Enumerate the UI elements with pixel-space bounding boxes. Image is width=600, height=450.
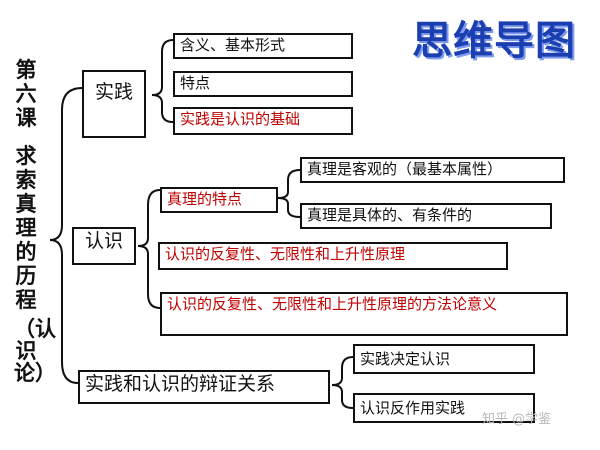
side-title-sub: （认识论） — [14, 317, 56, 385]
watermark: 知乎 @学鉴 — [482, 412, 552, 427]
node-truth-features: 真理的特点 — [160, 187, 278, 213]
truth-brace — [277, 169, 301, 218]
node-dialectic: 实践和认识的辩证关系 — [78, 370, 330, 404]
cognition-brace — [137, 189, 161, 309]
dialectic-brace — [331, 356, 354, 409]
node-practice-basis: 实践是认识的基础 — [173, 107, 353, 135]
node-practice-decides: 实践决定认识 — [353, 344, 535, 374]
node-practice-features: 特点 — [173, 71, 353, 97]
practice-brace — [151, 39, 174, 123]
node-cognition-principle: 认识的反复性、无限性和上升性原理 — [158, 242, 508, 270]
mind-map-title: 思维导图 — [412, 17, 576, 64]
node-practice-meaning: 含义、基本形式 — [173, 33, 353, 59]
node-cognition: 认识 — [72, 227, 136, 265]
side-title-topic: 求索真理的历程 — [15, 144, 37, 312]
node-cognition-reacts: 认识反作用实践 — [353, 393, 535, 423]
node-truth-specific: 真理是具体的、有条件的 — [300, 203, 552, 229]
node-truth-objective: 真理是客观的（最基本属性） — [300, 157, 565, 183]
main-brace — [49, 87, 83, 384]
node-practice: 实践 — [82, 70, 146, 138]
node-cognition-method: 认识的反复性、无限性和上升性原理的方法论意义 — [160, 292, 568, 336]
side-title: 第六课 求索真理的历程 （认识论） — [14, 58, 56, 385]
side-title-course: 第六课 — [15, 58, 37, 130]
